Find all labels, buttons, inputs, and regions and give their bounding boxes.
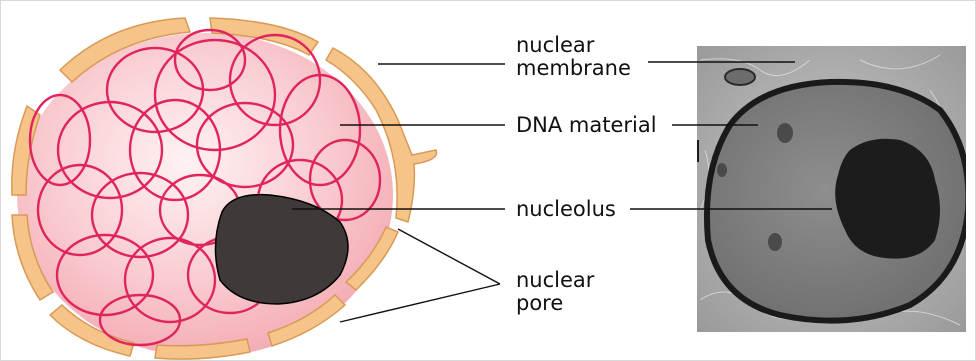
label-nucleolus: nucleolus xyxy=(516,198,616,221)
label-nuclear-pore: nuclear pore xyxy=(516,269,594,315)
electron-micrograph-nucleus xyxy=(695,46,968,332)
label-nuclear-membrane: nuclear membrane xyxy=(516,34,631,80)
cell-nucleus-illustration xyxy=(12,18,437,359)
label-dna-material: DNA material xyxy=(516,114,657,137)
